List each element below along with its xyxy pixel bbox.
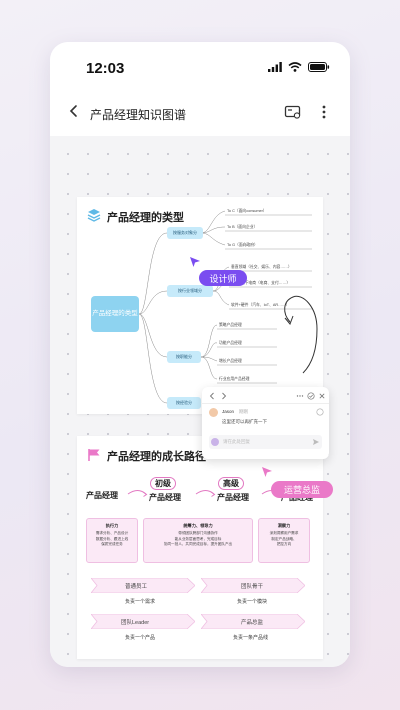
skill-box[interactable]: 统筹力、领导力 带领团队跨部门沟通协作 能从业务层面思考，完成目标 协同一批人、… (143, 518, 253, 563)
comment-time: 刚刚 (239, 409, 248, 414)
stage-desc: 负责一个产品 (125, 635, 156, 641)
phone-frame: 12:03 产品经理知识图谱 (50, 42, 350, 667)
close-icon[interactable] (318, 392, 326, 400)
stage-chevron[interactable] (201, 614, 305, 629)
level-label: 产品经理 (217, 493, 249, 502)
arrow-curve (127, 490, 148, 497)
chevron-right-icon[interactable] (220, 392, 228, 400)
level-label: 产品经理 (149, 493, 181, 502)
growth-title: 产品经理的成长路径 (107, 451, 206, 463)
stage-chevron[interactable] (91, 578, 195, 593)
more-icon[interactable] (321, 104, 327, 120)
mindmap-title: 产品经理的类型 (107, 212, 184, 224)
mindmap-leaf[interactable]: 行业应用产品经理 (219, 377, 250, 381)
battery-icon (308, 62, 330, 72)
mindmap-branch-node[interactable]: 按行业领域分 (167, 285, 213, 297)
chevron-left-icon[interactable] (208, 392, 216, 400)
mindmap-branch-node[interactable]: 按职能分 (167, 351, 201, 363)
reply-placeholder: 请在此处回复 (223, 439, 250, 444)
layers-icon (87, 209, 101, 222)
skill-text: 深刻洞察用户需求 制定产品战略、 把控方向 (269, 531, 299, 547)
comment-user: Jason (222, 409, 235, 414)
stage-label: 团队Leader (121, 620, 150, 626)
stage-label: 团队骨干 (241, 584, 264, 590)
hand-drawn-arrow (284, 295, 318, 374)
skill-title: 统筹力、领导力 (183, 523, 213, 528)
stage-desc: 负责一个需求 (125, 599, 156, 605)
whiteboard-canvas[interactable]: 产品经理的类型 (50, 136, 350, 667)
level-badge: 初级 (150, 477, 176, 490)
stage-desc: 负责一个模块 (237, 599, 268, 605)
skill-text: 带领团队跨部门沟通协作 能从业务层面思考，完成目标 协同一批人、共同完成目标，提… (163, 531, 233, 547)
status-time: 12:03 (86, 60, 125, 77)
mindmap-leaf[interactable]: 增长产品经理 (219, 359, 242, 363)
stage-chevron[interactable] (91, 614, 195, 629)
collaborator-tag-ops: 运营总监 (271, 481, 333, 498)
level-label: 产品经理 (86, 491, 118, 500)
page-title: 产品经理知识图谱 (90, 108, 187, 122)
share-card-icon[interactable] (284, 104, 302, 120)
stage-label: 普通员工 (125, 584, 148, 590)
avatar (211, 438, 219, 446)
collaborator-tag-designer: 设计师 (199, 270, 247, 286)
mindmap-card[interactable]: 产品经理的类型 (77, 197, 323, 414)
comment-text: 这里还可以再扩充一下 (222, 419, 267, 424)
emoji-react-icon[interactable] (316, 408, 324, 416)
signal-icon (268, 62, 282, 72)
skill-title: 洞察力 (277, 523, 291, 528)
cursor-arrow-icon (190, 257, 200, 267)
mindmap-leaf[interactable]: To C（面向consumer） (227, 209, 267, 213)
growth-path-card[interactable]: 产品经理的成长路径 产品经理 初级 产品经理 高级 产品经理 产品经理 (77, 436, 333, 659)
back-arrow-icon[interactable] (68, 104, 80, 118)
stage-desc: 负责一条产品线 (233, 635, 269, 641)
mindmap-leaf[interactable]: To B（面向企业） (227, 225, 258, 229)
flag-icon (88, 449, 100, 461)
mindmap-branch-node[interactable]: 按服务对象分 (167, 227, 203, 239)
skill-box[interactable]: 洞察力 深刻洞察用户需求 制定产品战略、 把控方向 (258, 518, 310, 563)
mindmap-leaf[interactable]: To G（面向政府） (227, 243, 258, 247)
avatar (209, 408, 218, 417)
stage-label: 产品总监 (241, 620, 264, 626)
skill-box[interactable]: 执行力 需求分析、产品设计 数据分析、跟进上线 保质完成任务 (86, 518, 138, 563)
arrow-curve (195, 490, 216, 497)
mindmap-root-node[interactable]: 产品经理的类型 (91, 296, 139, 332)
comment-popup[interactable]: Jason 刚刚 这里还可以再扩充一下 请在此处回复 (202, 387, 329, 459)
mindmap-leaf[interactable]: 线上+线下电商（电商、支付……） (231, 281, 291, 285)
mindmap-connectors (138, 210, 318, 404)
cursor-arrow-icon (262, 467, 272, 477)
more-dots-icon[interactable] (296, 392, 304, 400)
mindmap-leaf[interactable]: 垂直领域（社交、娱乐、内容……） (231, 265, 292, 269)
mindmap-leaf[interactable]: 功能产品经理 (219, 341, 242, 345)
divider (202, 403, 329, 404)
wifi-icon (288, 62, 302, 72)
status-icons (268, 62, 330, 72)
reply-input[interactable] (209, 435, 322, 449)
mindmap-branch-node[interactable]: 按经验分 (167, 397, 201, 409)
send-icon[interactable] (312, 438, 320, 446)
level-badge: 高级 (218, 477, 244, 490)
skill-text: 需求分析、产品设计 数据分析、跟进上线 保质完成任务 (95, 531, 129, 547)
resolve-check-icon[interactable] (307, 392, 315, 400)
mindmap-leaf[interactable]: 策略产品经理 (219, 323, 242, 327)
stage-chevron[interactable] (201, 578, 305, 593)
status-bar: 12:03 (50, 42, 350, 92)
skill-title: 执行力 (105, 523, 119, 528)
mindmap-leaf[interactable]: 软件+硬件（汽车、IoT、AR……） (231, 303, 290, 307)
nav-bar: 产品经理知识图谱 (50, 92, 350, 136)
